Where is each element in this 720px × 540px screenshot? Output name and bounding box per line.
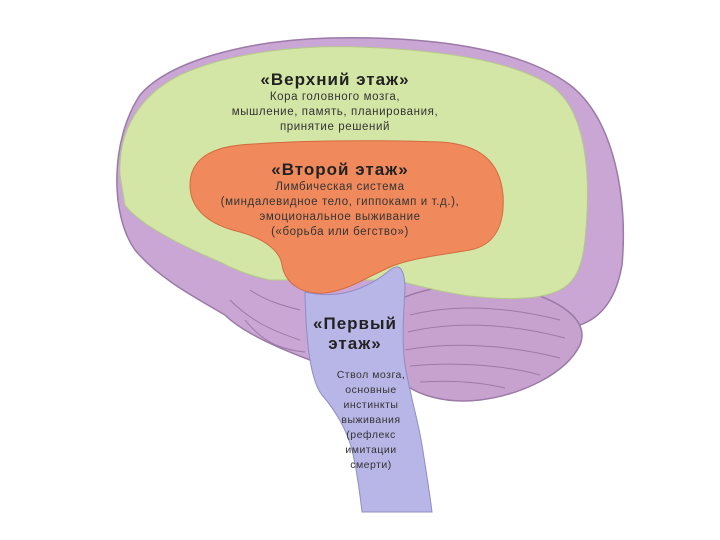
second-floor-line-3: эмоциональное выживание	[195, 210, 485, 225]
top-floor-title: «Верхний этаж»	[215, 70, 455, 90]
first-floor-desc: Ствол мозга, основные инстинкты выживани…	[312, 368, 430, 473]
top-floor-line-2: мышление, память, планирования,	[215, 105, 455, 120]
top-floor-line-3: принятие решений	[215, 120, 455, 135]
first-floor-line-7: смерти)	[312, 458, 430, 473]
first-floor-line-1: Ствол мозга,	[312, 368, 430, 383]
second-floor-line-1: Лимбическая система	[195, 180, 485, 195]
second-floor-line-2: (миндалевидное тело, гиппокамп и т.д.),	[195, 195, 485, 210]
second-floor-label: «Второй этаж» Лимбическая система (минда…	[195, 160, 485, 240]
first-floor-line-6: имитации	[312, 443, 430, 458]
second-floor-line-4: («борьба или бегство»)	[195, 225, 485, 240]
first-floor-line-5: (рефлекс	[312, 428, 430, 443]
first-floor-title-line-1: «Первый	[300, 314, 410, 334]
first-floor-title-line-2: этаж»	[300, 334, 410, 354]
top-floor-line-1: Кора головного мозга,	[215, 90, 455, 105]
first-floor-label: «Первый этаж»	[300, 314, 410, 354]
first-floor-line-3: инстинкты	[312, 398, 430, 413]
first-floor-line-2: основные	[312, 383, 430, 398]
top-floor-label: «Верхний этаж» Кора головного мозга, мыш…	[215, 70, 455, 135]
second-floor-title: «Второй этаж»	[195, 160, 485, 180]
first-floor-line-4: выживания	[312, 413, 430, 428]
